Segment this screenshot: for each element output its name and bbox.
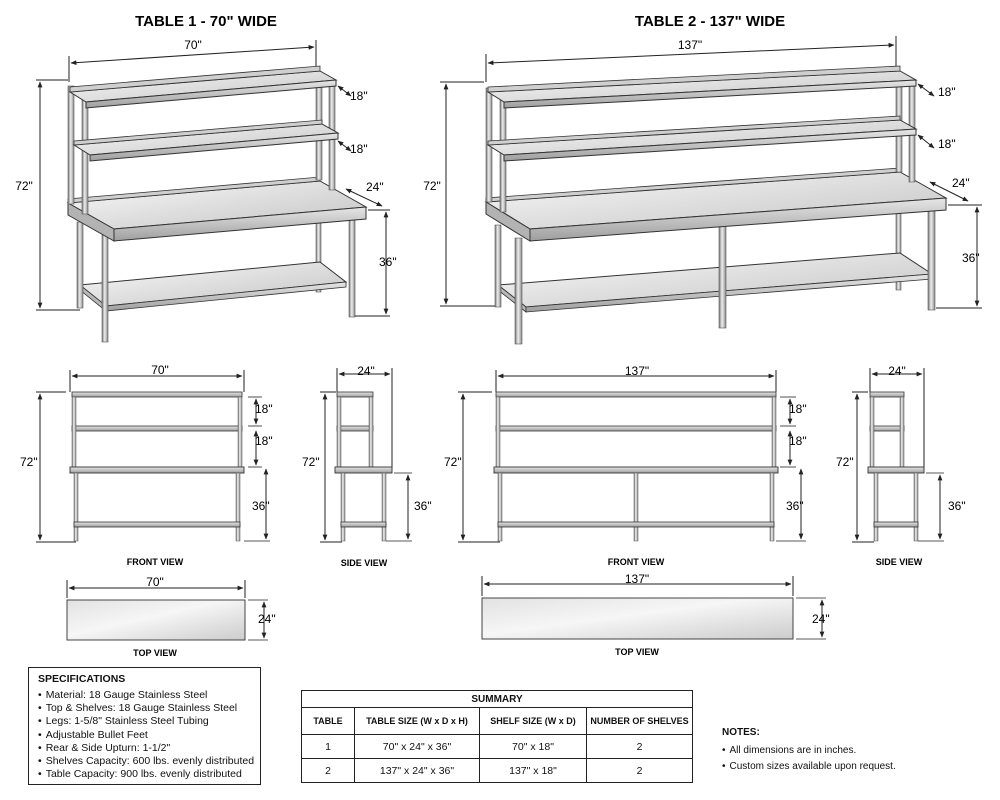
table1-side-height-label: 72" [302,455,320,469]
table2-table-height-dim: 36" [936,204,982,309]
spec-item: Table Capacity: 900 lbs. evenly distribu… [38,768,251,781]
table2-side-view-label: SIDE VIEW [876,557,923,567]
spec-item: Top & Shelves: 18 Gauge Stainless Steel [38,702,251,715]
table2-front-view: 137" 72" 18" 18" 36" FRONT VIEW [444,364,807,567]
table2-side-depth-label: 24" [888,364,906,378]
table2-iso-view: 137" 72" [423,36,982,345]
table1-table-height-dim: 36" [355,209,397,317]
notes-list: All dimensions are in inches. Custom siz… [722,743,972,775]
summary-cell: 70" x 18" [479,734,587,759]
table1-depth-dim: 24" [345,180,384,207]
table2-top-depth-label: 24" [812,612,830,626]
table2-shelf-gap-1-label: 18" [938,85,956,99]
table2-front-width-label: 137" [625,364,649,378]
summary-cell: 137" x 18" [479,758,587,783]
table2-front-view-label: FRONT VIEW [608,557,665,567]
table1-top-view: 70" 24" TOP VIEW [66,575,276,658]
table2-depth-dim: 24" [929,176,970,202]
table1-front-gap-2-label: 18" [255,434,273,448]
table-row: 2 137" x 24" x 36" 137" x 18" 2 [301,758,693,783]
table1-side-table-height-label: 36" [414,499,432,513]
table2-top-width-label: 137" [625,572,649,586]
table2-width-label: 137" [678,38,702,52]
table1-height-dim: 72" [15,79,80,311]
specifications-box: SPECIFICATIONS Material: 18 Gauge Stainl… [28,667,261,785]
table1-front-table-height-label: 36" [252,499,270,513]
table2-side-view: 24" 72" 36" SIDE VIEW [836,364,966,567]
table2-top-view: 137" 24" TOP VIEW [481,572,830,657]
table1-side-view: 24" 72" 36" SIDE VIEW [302,364,432,568]
spec-item: Material: 18 Gauge Stainless Steel [38,689,251,702]
table2-table-height-label: 36" [962,251,980,265]
table1-shelf-gap-1-label: 18" [350,89,368,103]
table1-side-view-label: SIDE VIEW [341,558,388,568]
table-row: 1 70" x 24" x 36" 70" x 18" 2 [301,734,693,759]
summary-cell: 2 [586,758,693,783]
summary-cell: 1 [301,734,355,759]
table2-front-height-label: 72" [444,455,462,469]
table2-title: TABLE 2 - 137" WIDE [635,13,785,30]
spec-item: Rear & Side Upturn: 1-1/2" [38,742,251,755]
table2-front-table-height-label: 36" [786,499,804,513]
table1-height-label: 72" [15,179,33,193]
table1-side-depth-label: 24" [357,364,375,378]
summary-header-shelf-size: SHELF SIZE (W x D) [479,707,587,735]
spec-item: Adjustable Bullet Feet [38,729,251,742]
summary-header-shelves: NUMBER OF SHELVES [586,707,693,735]
table2-height-label: 72" [423,179,441,193]
table2-height-dim: 72" [423,81,496,307]
table1-width-label: 70" [184,38,202,52]
table2-top-view-label: TOP VIEW [615,647,659,657]
table1-shelf-gap-2-label: 18" [350,142,368,156]
table2-shelf-gap-2-label: 18" [938,137,956,151]
summary-cell: 2 [301,758,355,783]
note-item: All dimensions are in inches. [722,743,972,759]
table2-front-gap-1-label: 18" [789,402,807,416]
table1-top-width-label: 70" [146,575,164,589]
table1-table-height-label: 36" [379,255,397,269]
summary-cell: 70" x 24" x 36" [354,734,480,759]
table2-width-dim: 137" [485,36,897,82]
summary-title: SUMMARY [301,690,693,708]
table1-depth-label: 24" [366,180,384,194]
notes-box: NOTES: All dimensions are in inches. Cus… [722,727,972,775]
table2-depth-label: 24" [952,176,970,190]
specifications-list: Material: 18 Gauge Stainless Steel Top &… [38,689,254,781]
table2-side-height-label: 72" [836,455,854,469]
note-item: Custom sizes available upon request. [722,759,972,775]
table1-iso-view: 70" 72" [15,38,397,343]
summary-cell: 137" x 24" x 36" [354,758,480,783]
table2-side-table-height-label: 36" [948,499,966,513]
table1-shelf-gap-dims: 18" 18" [337,85,368,156]
table2-front-gap-2-label: 18" [789,434,807,448]
table1-front-view-label: FRONT VIEW [127,557,184,567]
table1-top-depth-label: 24" [258,612,276,626]
summary-header-table-size: TABLE SIZE (W x D x H) [354,707,480,735]
summary-table: SUMMARY TABLE TABLE SIZE (W x D x H) SHE… [301,690,693,783]
summary-cell: 2 [586,734,693,759]
spec-item: Legs: 1-5/8" Stainless Steel Tubing [38,715,251,728]
table1-top-view-label: TOP VIEW [133,648,177,658]
spec-item: Shelves Capacity: 600 lbs. evenly distri… [38,755,254,768]
table2-shelf-gap-dims: 18" 18" [917,83,956,151]
specifications-heading: SPECIFICATIONS [38,673,126,685]
summary-header-table: TABLE [301,707,355,735]
notes-heading: NOTES: [722,727,760,738]
table1-front-gap-1-label: 18" [255,402,273,416]
table1-title: TABLE 1 - 70" WIDE [135,13,277,30]
table1-front-height-label: 72" [20,455,38,469]
table1-front-width-label: 70" [151,363,169,377]
table1-front-view: 70" 72" 18" 18" 36" FRONT VIEW [20,363,273,567]
